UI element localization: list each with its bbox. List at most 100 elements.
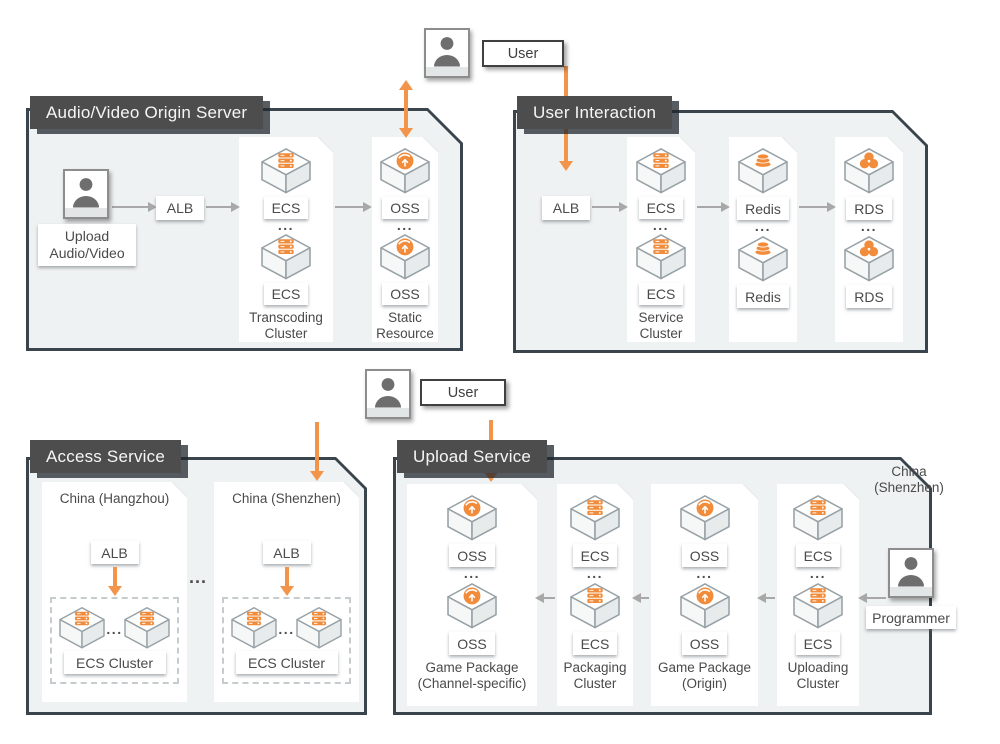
static-resource-caption: Static Resource — [376, 310, 434, 341]
ellipsis: ... — [652, 216, 670, 233]
ecs-icon — [635, 147, 687, 195]
ecs-node-label: ECS — [796, 544, 841, 567]
av-alb-node: ALB — [156, 196, 204, 220]
ecs-icon — [295, 606, 343, 650]
ecs-icon — [123, 606, 171, 650]
arrow-transcoding-to-oss — [335, 202, 372, 212]
redis-node-label: Redis — [737, 197, 789, 220]
ellipsis: ... — [463, 565, 481, 581]
arrow-alb-to-ecs — [592, 202, 628, 212]
user-icon-base — [367, 408, 409, 417]
programmer-icon-base — [890, 587, 932, 596]
game-package-origin-caption: Game Package (Origin) — [657, 660, 752, 691]
packaging-cluster-caption: Packaging Cluster — [563, 660, 627, 691]
ecs-cluster-label: ECS Cluster — [64, 651, 166, 674]
arrow-ecs-to-redis — [697, 202, 730, 212]
ecs-icon — [260, 233, 312, 281]
ecs-icon — [58, 606, 106, 650]
regions-ellipsis: ... — [189, 567, 208, 587]
ecs-node-label: ECS — [573, 544, 618, 567]
arrow-alb-to-transcoding — [206, 202, 240, 212]
oss-node-label: OSS — [682, 632, 728, 655]
game-package-channel-card: OSS ... OSS Game Package (Channel-specif… — [407, 484, 537, 706]
transcoding-cluster-caption: Transcoding Cluster — [249, 310, 323, 341]
ellipsis: ... — [106, 621, 123, 637]
person-glyph — [890, 550, 932, 596]
redis-node-label: Redis — [737, 285, 789, 308]
ecs-node-label: ECS — [639, 197, 684, 219]
ecs-cluster-dashed-box: ... ECS Cluster — [222, 597, 351, 684]
middle-user-label: User — [420, 379, 506, 406]
ellipsis: ... — [754, 218, 772, 234]
user-icon-base — [426, 67, 468, 76]
game-package-channel-caption: Game Package (Channel-specific) — [417, 660, 527, 691]
ecs-cluster-label: ECS Cluster — [236, 651, 338, 674]
redis-icon — [737, 235, 789, 283]
ecs-node-label: ECS — [796, 632, 841, 655]
programmer-label: Programmer — [866, 606, 956, 629]
user-icon — [365, 369, 411, 419]
rds-node-label: RDS — [846, 285, 892, 308]
ellipsis: ... — [396, 216, 414, 233]
oss-icon — [679, 494, 731, 542]
person-glyph — [367, 371, 409, 417]
ui-alb-node: ALB — [542, 196, 590, 220]
oss-icon — [379, 147, 431, 195]
region-name: China (Shenzhen) — [232, 491, 341, 506]
region-name: China (Hangzhou) — [59, 491, 170, 506]
ellipsis: ... — [586, 565, 604, 581]
user-oss-flow-arrow — [404, 89, 408, 129]
packaging-cluster-card: ECS ... ECS Packaging Cluster — [557, 484, 633, 706]
uploading-cluster-card: ECS ... ECS Uploading Cluster — [777, 484, 859, 706]
ellipsis: ... — [277, 216, 295, 233]
static-resource-card: OSS ... OSS Static Resource — [372, 137, 438, 342]
arrow-alb-to-cluster — [113, 567, 117, 587]
oss-node-label: OSS — [382, 197, 428, 219]
ellipsis: ... — [860, 218, 878, 234]
arrow-alb-to-cluster — [285, 567, 289, 587]
oss-icon — [446, 494, 498, 542]
oss-node-label: OSS — [382, 283, 428, 305]
arrow-redis-to-rds — [799, 202, 836, 212]
ecs-node-label: ECS — [573, 632, 618, 655]
uploader-label: Upload Audio/Video — [38, 224, 136, 266]
oss-node-label: OSS — [682, 544, 728, 567]
rds-icon — [843, 235, 895, 283]
rds-icon — [843, 147, 895, 195]
panel-access-service-title: Access Service — [30, 440, 182, 473]
arrow-uploading-to-origin — [757, 593, 775, 603]
upload-location-note: China (Shenzhen) — [874, 464, 944, 495]
ellipsis: ... — [809, 565, 827, 581]
ecs-node-label: ECS — [264, 197, 309, 219]
top-user-label: User — [482, 40, 564, 67]
programmer-icon — [888, 548, 934, 598]
arrow-packaging-to-channel — [535, 593, 555, 603]
ellipsis: ... — [278, 621, 295, 637]
panel-user-interaction-title: User Interaction — [517, 96, 673, 129]
region-shenzhen-card: China (Shenzhen) ALB ... ECS Cluster — [214, 482, 359, 702]
panel-upload-service-title: Upload Service — [397, 440, 548, 473]
ecs-icon — [792, 494, 844, 542]
user-access-flow-arrow — [315, 422, 319, 472]
uploading-cluster-caption: Uploading Cluster — [787, 660, 849, 691]
person-glyph — [426, 30, 468, 76]
rds-card: RDS ... RDS — [835, 137, 903, 342]
transcoding-cluster-card: ECS ... ECS Transcoding Cluster — [239, 137, 333, 342]
oss-node-label: OSS — [449, 632, 495, 655]
uploader-user-icon — [63, 169, 109, 219]
ellipsis: ... — [696, 565, 713, 581]
ecs-icon — [569, 494, 621, 542]
oss-icon — [446, 582, 498, 630]
ecs-icon — [792, 582, 844, 630]
arrow-programmer-to-uploading — [858, 593, 886, 603]
alb-node: ALB — [91, 541, 139, 564]
arrow-origin-to-packaging — [632, 593, 649, 603]
ecs-node-label: ECS — [639, 283, 684, 305]
service-cluster-card: ECS ... ECS Service Cluster — [627, 137, 695, 342]
game-package-origin-card: OSS ... OSS Game Package (Origin) — [651, 484, 758, 706]
region-hangzhou-card: China (Hangzhou) ALB ... ECS Cluster — [42, 482, 187, 702]
redis-icon — [737, 147, 789, 195]
ecs-icon — [635, 233, 687, 281]
person-glyph — [65, 171, 107, 217]
